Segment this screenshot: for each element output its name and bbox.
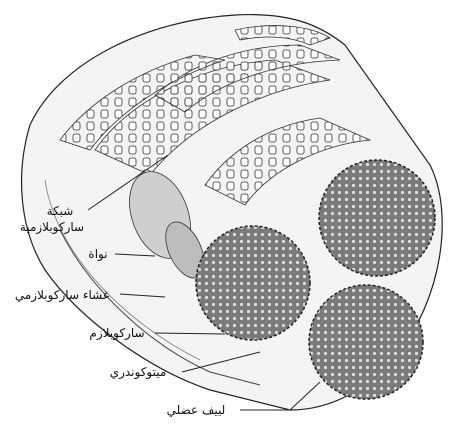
- label-myofibril: لييف عضلي: [167, 403, 226, 417]
- label-sarcoplasmic-reticulum-line2: ساركوبلازمية: [20, 220, 84, 235]
- label-mitochondrion: ميتوكوندري: [110, 365, 167, 380]
- label-sarcoplasm: ساركوبلازم: [89, 326, 144, 341]
- label-sarcoplasmic-reticulum-line1: شبكة: [47, 204, 74, 218]
- myofibril-circle: [196, 226, 310, 340]
- myofibril-circle: [319, 160, 435, 276]
- label-sarcolemma: غشاء ساركوبلازمي: [15, 288, 109, 303]
- label-nucleus: نواة: [88, 247, 107, 262]
- myofibril-circle: [309, 285, 423, 399]
